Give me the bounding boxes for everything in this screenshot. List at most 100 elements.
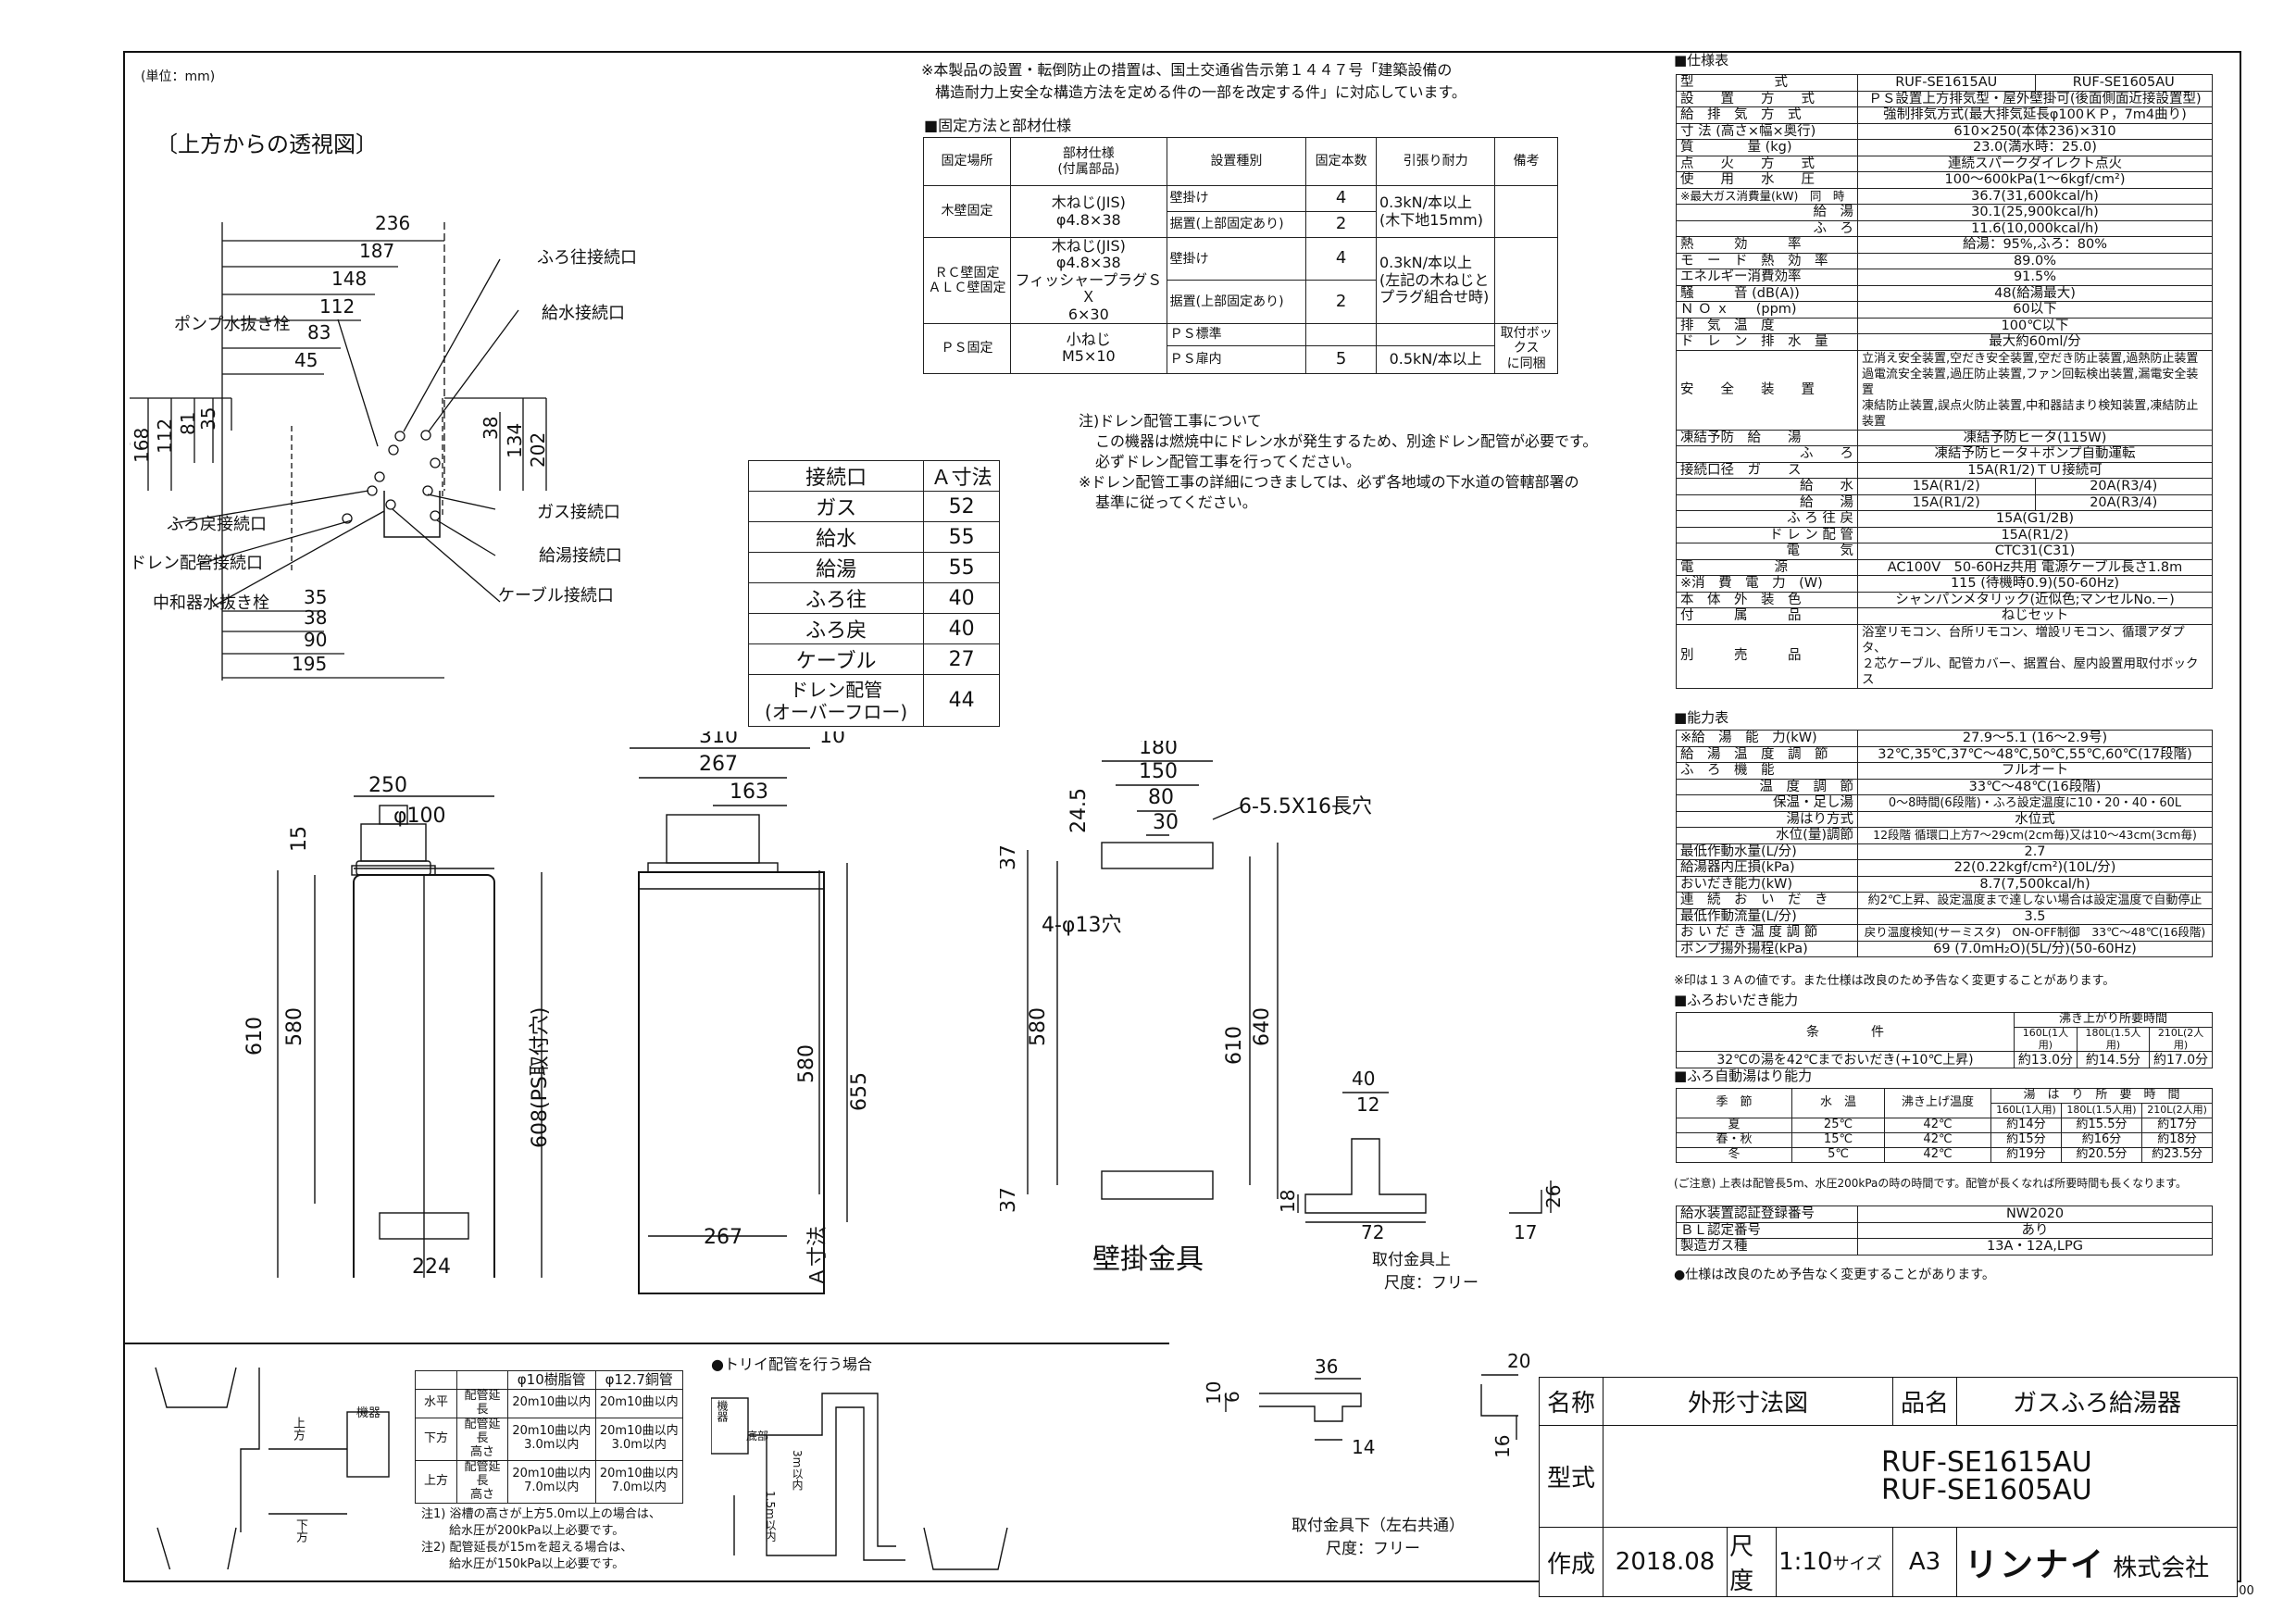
fixing-header: 引張り耐力 xyxy=(1375,137,1496,186)
pipe-header: φ12.7銅管 xyxy=(594,1370,683,1390)
piping-separator xyxy=(123,1343,1169,1344)
dim-phi100: φ100 xyxy=(393,805,446,828)
label-bath-out: ふろ往接続口 xyxy=(537,248,637,268)
trap-label: 1.5m以内 xyxy=(764,1491,777,1542)
reheat-sub: 180L(1.5人用) xyxy=(2076,1026,2151,1053)
spec-key: 寸 法 (高さ×幅×奥行) xyxy=(1676,122,1858,140)
dim-37b: 37 xyxy=(1000,1187,1020,1213)
cert-value: NW2020 xyxy=(1857,1206,2213,1223)
cap-value: 33℃～48℃(16段階) xyxy=(1857,778,2213,795)
dim-35v: 35 xyxy=(197,407,219,431)
spec-value: 強制排気方式(最大排気延長φ100ＫＰ，7m4曲り) xyxy=(1857,106,2213,124)
autofill-cell: 15℃ xyxy=(1791,1132,1885,1148)
spec-value: 凍結予防ヒータ(115W) xyxy=(1857,429,2213,446)
cap-key: ふ ろ 機 能 xyxy=(1676,762,1858,780)
spec-key: 電 気 xyxy=(1676,543,1858,560)
dim-90: 90 xyxy=(304,629,327,651)
capacity-note: ※印は１３Ａの値です。また仕様は改良のため予告なく変更することがあります。 xyxy=(1674,974,2115,988)
pipe-cell: 配管延長 高さ xyxy=(456,1417,508,1461)
spec-key: 接続口径 ガ ス xyxy=(1676,461,1858,479)
reheat-cell: 約13.0分 xyxy=(2014,1051,2078,1069)
dim-83: 83 xyxy=(307,321,331,344)
dim-580b: 580 xyxy=(1027,1007,1050,1046)
dim-168: 168 xyxy=(131,428,153,463)
spec-value: 610×250(本体236)×310 xyxy=(1857,122,2213,140)
fixing-note: 取付ボックス に同梱 xyxy=(1494,322,1558,374)
cap-key: 湯はり方式 xyxy=(1676,810,1858,828)
piping-note: 注1) 浴槽の高さが上方5.0m以上の場合は、 xyxy=(421,1507,661,1521)
spec-title: ■仕様表 xyxy=(1674,52,1729,69)
label-pump-drain: ポンプ水抜き栓 xyxy=(174,315,291,334)
upper-bracket-scale: 尺度：フリー xyxy=(1384,1274,1479,1293)
dim-38v: 38 xyxy=(480,417,502,440)
cert-value: 13A・12A,LPG xyxy=(1857,1238,2213,1255)
drain-note: ※ドレン配管工事の詳細につきましては、必ず各地域の下水道の管轄部署の xyxy=(1079,473,1579,491)
conn-name: ケーブル xyxy=(747,643,925,675)
cert-key: 給水装置認証登録番号 xyxy=(1676,1206,1858,1223)
spec-value: 11.6(10,000kcal/h) xyxy=(1857,219,2213,237)
spec-key: エネルギー消費効率 xyxy=(1676,269,1858,286)
autofill-sub: 210L(2人用) xyxy=(2141,1103,2213,1118)
spec-key: 排 気 温 度 xyxy=(1676,317,1858,334)
cap-key: 水位(量)調節 xyxy=(1676,827,1858,844)
drain-note: 基準に従ってください。 xyxy=(1095,493,1257,511)
dim-10v: 10 xyxy=(1204,1381,1225,1405)
fixing-header: 備考 xyxy=(1494,137,1558,186)
conn-value: 40 xyxy=(923,613,1000,644)
spec-value: 115 (待機時0.9)(50-60Hz) xyxy=(1857,575,2213,593)
cap-value: 69 (7.0mH₂O)(5L/分)(50-60Hz) xyxy=(1857,940,2213,957)
spec-value: 15A(R1/2) xyxy=(1857,493,2036,511)
dim-72: 72 xyxy=(1361,1221,1384,1243)
spec-value: 89.0% xyxy=(1857,252,2213,269)
fixing-place: ＰＳ固定 xyxy=(923,322,1011,374)
autofill-cell: 5℃ xyxy=(1791,1147,1885,1163)
spec-value: 36.7(31,600kcal/h) xyxy=(1857,187,2213,205)
spec-value: RUF-SE1605AU xyxy=(2034,74,2213,92)
fixing-header: 固定場所 xyxy=(923,137,1011,186)
autofill-cell: 夏 xyxy=(1676,1118,1792,1133)
spec-key: ふ ろ xyxy=(1676,445,1858,463)
spec-key: 点 火 方 式 xyxy=(1676,155,1858,172)
spec-key: 設 置 方 式 xyxy=(1676,90,1858,107)
spec-key: 使 用 水 圧 xyxy=(1676,171,1858,189)
label-gas: ガス接続口 xyxy=(537,503,620,522)
notice-line-2: 構造耐力上安全な構造方法を定める件の一部を改定する件」に対応しています。 xyxy=(935,83,1466,101)
company-logo: リンナイ xyxy=(1964,1546,2105,1584)
spec-key: Ｎ Ｏ ｘ (ppm) xyxy=(1676,301,1858,319)
front-view: 250 φ100 15 610 580 608(PS取付穴) 224 xyxy=(243,774,552,1278)
cap-value: 2.7 xyxy=(1857,843,2213,860)
reheat-cell: 約14.5分 xyxy=(2076,1051,2151,1069)
cap-value: 0～8時間(6段階)・ふろ設定温度に10・20・40・60L xyxy=(1857,794,2213,812)
dim-610b: 610 xyxy=(1223,1026,1246,1065)
upper-bracket-view: 40 12 18 72 26 17 xyxy=(1278,1068,1565,1243)
conn-value: 55 xyxy=(923,521,1000,553)
title-name: 外形寸法図 xyxy=(1603,1377,1893,1426)
spec-key: 電 源 xyxy=(1676,558,1858,576)
piping-note: 注2) 配管延長が15mを超える場合は、 xyxy=(421,1541,633,1555)
dim-slot: 6-5.5X16長穴 xyxy=(1239,795,1372,818)
lower-bracket-caption: 取付金具下（左右共通） xyxy=(1292,1517,1465,1535)
reheat-table: 条 件沸き上がり所要時間 160L(1人用)180L(1.5人用)210L(2人… xyxy=(1676,1011,2213,1069)
dim-580: 580 xyxy=(283,1007,306,1046)
dim-250: 250 xyxy=(368,774,407,797)
dim-202: 202 xyxy=(527,432,549,468)
cap-key: 給湯器内圧損(kPa) xyxy=(1676,859,1858,877)
fixing-header: 固定本数 xyxy=(1305,137,1377,186)
dim-267: 267 xyxy=(699,753,738,776)
cert-note: ●仕様は改良のため予告なく変更することがあります。 xyxy=(1674,1268,1995,1282)
pipe-cell: 20m10曲以内 3.0m以内 xyxy=(594,1417,683,1461)
dim-163: 163 xyxy=(730,781,768,804)
pipe-cell: 20m10曲以内 3.0m以内 xyxy=(507,1417,596,1461)
fixing-part: 木ねじ(JIS) φ4.8×38 xyxy=(1009,185,1167,238)
spec-value: ねじセット xyxy=(1857,607,2213,625)
piping-notes: 注1) 浴槽の高さが上方5.0m以上の場合は、 給水圧が200kPa以上必要です… xyxy=(421,1506,661,1573)
pipe-header xyxy=(456,1370,508,1390)
dim-16: 16 xyxy=(1491,1435,1514,1458)
conn-name: ドレン配管 (オーバーフロー) xyxy=(747,674,925,727)
dim-36: 36 xyxy=(1315,1355,1338,1378)
fixing-type: 据置(上部固定あり) xyxy=(1166,280,1307,324)
spec-value: 20A(R3/4) xyxy=(2034,493,2213,511)
autofill-cell: 約19分 xyxy=(1990,1147,2062,1163)
